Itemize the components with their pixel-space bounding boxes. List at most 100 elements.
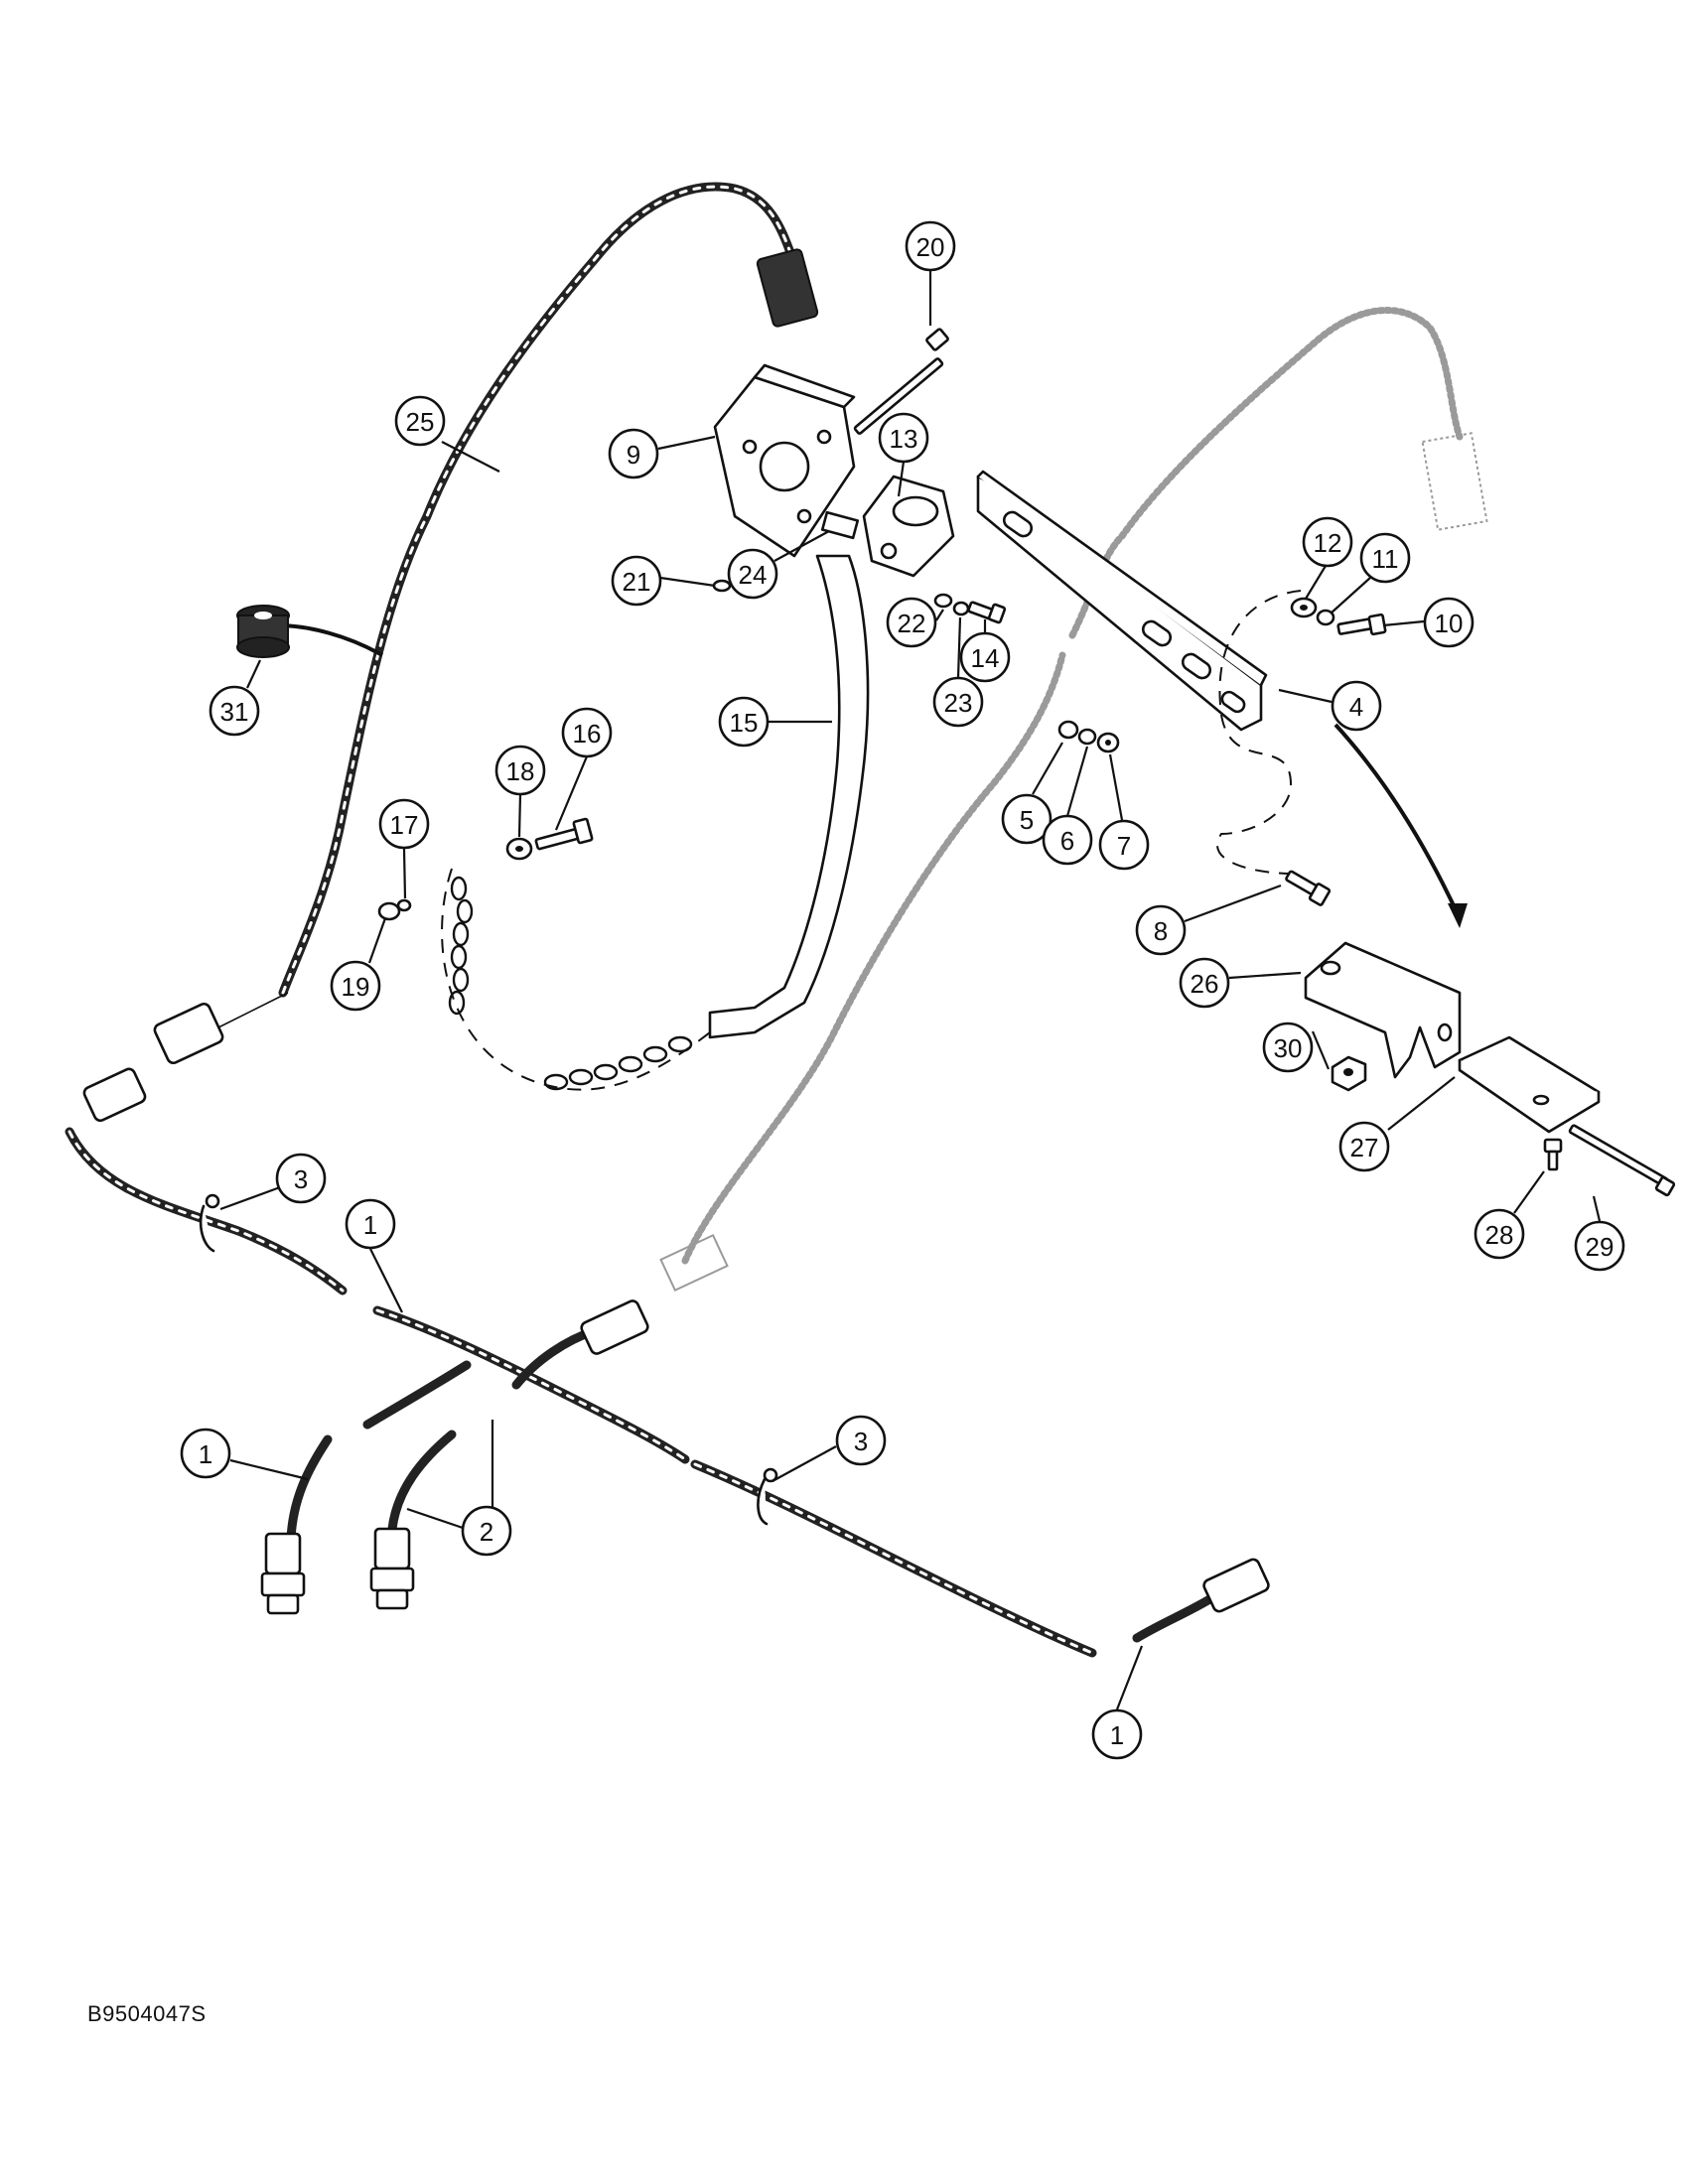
callout-7: 7: [1098, 819, 1150, 871]
svg-text:17: 17: [390, 810, 419, 840]
leader-lines: [219, 270, 1602, 1710]
callout-17: 17: [378, 798, 430, 850]
svg-text:3: 3: [854, 1427, 868, 1456]
callout-4: 4: [1331, 680, 1382, 732]
svg-text:5: 5: [1020, 805, 1034, 835]
washer-21-part: [712, 579, 732, 593]
callout-3-b: 3: [835, 1415, 887, 1466]
screw-14-part: [967, 601, 1007, 624]
washer-18-part: [505, 837, 533, 861]
callout-6: 6: [1042, 814, 1093, 866]
washer-7-part: [1096, 732, 1120, 753]
figure-reference-code: B9504047S: [87, 2001, 207, 2026]
svg-text:1: 1: [1110, 1720, 1124, 1750]
svg-text:27: 27: [1350, 1133, 1379, 1162]
switch-bracket: [713, 363, 856, 558]
chain: [441, 868, 711, 1091]
svg-text:20: 20: [916, 232, 945, 262]
svg-text:12: 12: [1314, 528, 1342, 558]
callout-31: 31: [209, 685, 260, 737]
harness-clamp-upper: [199, 1193, 220, 1253]
svg-text:9: 9: [627, 440, 640, 470]
callout-28: 28: [1474, 1208, 1525, 1260]
callout-16: 16: [561, 707, 613, 758]
screw-28-part: [1543, 1138, 1563, 1171]
connector-top: [756, 248, 819, 328]
sender-left-2: [369, 1527, 415, 1610]
svg-text:6: 6: [1060, 826, 1074, 856]
bolt-20-part: [853, 328, 949, 435]
sender-left-1: [260, 1532, 306, 1615]
connector-center: [580, 1299, 649, 1355]
assembly-arrow-right: [1333, 723, 1462, 919]
callout-5: 5: [1001, 793, 1052, 845]
callout-27: 27: [1338, 1121, 1390, 1172]
callout-30: 30: [1262, 1022, 1314, 1073]
lever-rod: [708, 554, 870, 1039]
svg-text:31: 31: [220, 697, 249, 727]
svg-text:19: 19: [342, 972, 370, 1002]
svg-text:26: 26: [1191, 969, 1219, 999]
callout-13: 13: [878, 412, 929, 464]
svg-text:1: 1: [363, 1210, 377, 1240]
svg-text:2: 2: [480, 1517, 493, 1547]
bolt-8-part: [1285, 870, 1332, 906]
callout-23: 23: [932, 676, 984, 728]
nut-5-part: [1057, 720, 1079, 740]
callout-24: 24: [727, 548, 778, 600]
svg-text:15: 15: [730, 708, 759, 738]
svg-text:11: 11: [1372, 544, 1399, 574]
grommet: [236, 605, 290, 658]
callout-25: 25: [394, 395, 446, 447]
callout-10: 10: [1423, 597, 1474, 648]
svg-text:29: 29: [1586, 1232, 1614, 1262]
assembly-arrow-left: [277, 623, 383, 657]
svg-text:14: 14: [971, 643, 1000, 673]
plate-27-part: [1458, 1035, 1601, 1134]
callout-15: 15: [718, 696, 770, 748]
svg-text:1: 1: [199, 1439, 212, 1469]
mounting-plate: [976, 470, 1268, 732]
harness-clamp-lower: [757, 1467, 778, 1526]
bolt-16-part: [534, 817, 594, 851]
washer-12-part: [1290, 597, 1318, 618]
wire-harness-main: [65, 182, 1216, 1658]
bolt-10-part: [1336, 613, 1387, 636]
callout-11: 11: [1359, 532, 1411, 584]
nut-30-part: [1331, 1055, 1367, 1092]
washer-11-part: [1316, 609, 1335, 626]
callout-1-c: 1: [1091, 1708, 1143, 1760]
svg-text:22: 22: [898, 609, 926, 638]
callout-22: 22: [886, 597, 937, 648]
bolt-29-part: [1568, 1124, 1676, 1197]
callout-8: 8: [1135, 904, 1187, 956]
svg-text:18: 18: [506, 756, 535, 786]
bracket-26-part: [1304, 941, 1462, 1079]
switch-body: [862, 475, 955, 578]
callout-26: 26: [1179, 957, 1230, 1009]
callout-12: 12: [1302, 516, 1353, 568]
callout-2-label: 2: [461, 1505, 512, 1557]
svg-text:4: 4: [1349, 692, 1363, 722]
washer-6-part: [1077, 728, 1097, 746]
callout-1-b: 1: [180, 1428, 231, 1479]
spacer-24-part: [820, 510, 860, 540]
callout-3-a: 3: [275, 1153, 327, 1204]
nut-19-part: [377, 898, 412, 921]
connector-left: [82, 992, 289, 1123]
svg-text:7: 7: [1117, 831, 1131, 861]
svg-text:3: 3: [294, 1164, 308, 1194]
svg-text:25: 25: [406, 407, 435, 437]
svg-text:10: 10: [1435, 609, 1464, 638]
callout-9: 9: [608, 428, 659, 479]
callout-18: 18: [494, 745, 546, 796]
callout-1-a: 1: [345, 1198, 396, 1250]
wire-harness-phantom: [659, 307, 1488, 1292]
callout-19: 19: [330, 960, 381, 1012]
callout-20: 20: [905, 220, 956, 272]
svg-text:8: 8: [1154, 916, 1168, 946]
washer-23-part: [952, 601, 970, 616]
svg-text:28: 28: [1485, 1220, 1514, 1250]
svg-text:23: 23: [944, 688, 973, 718]
